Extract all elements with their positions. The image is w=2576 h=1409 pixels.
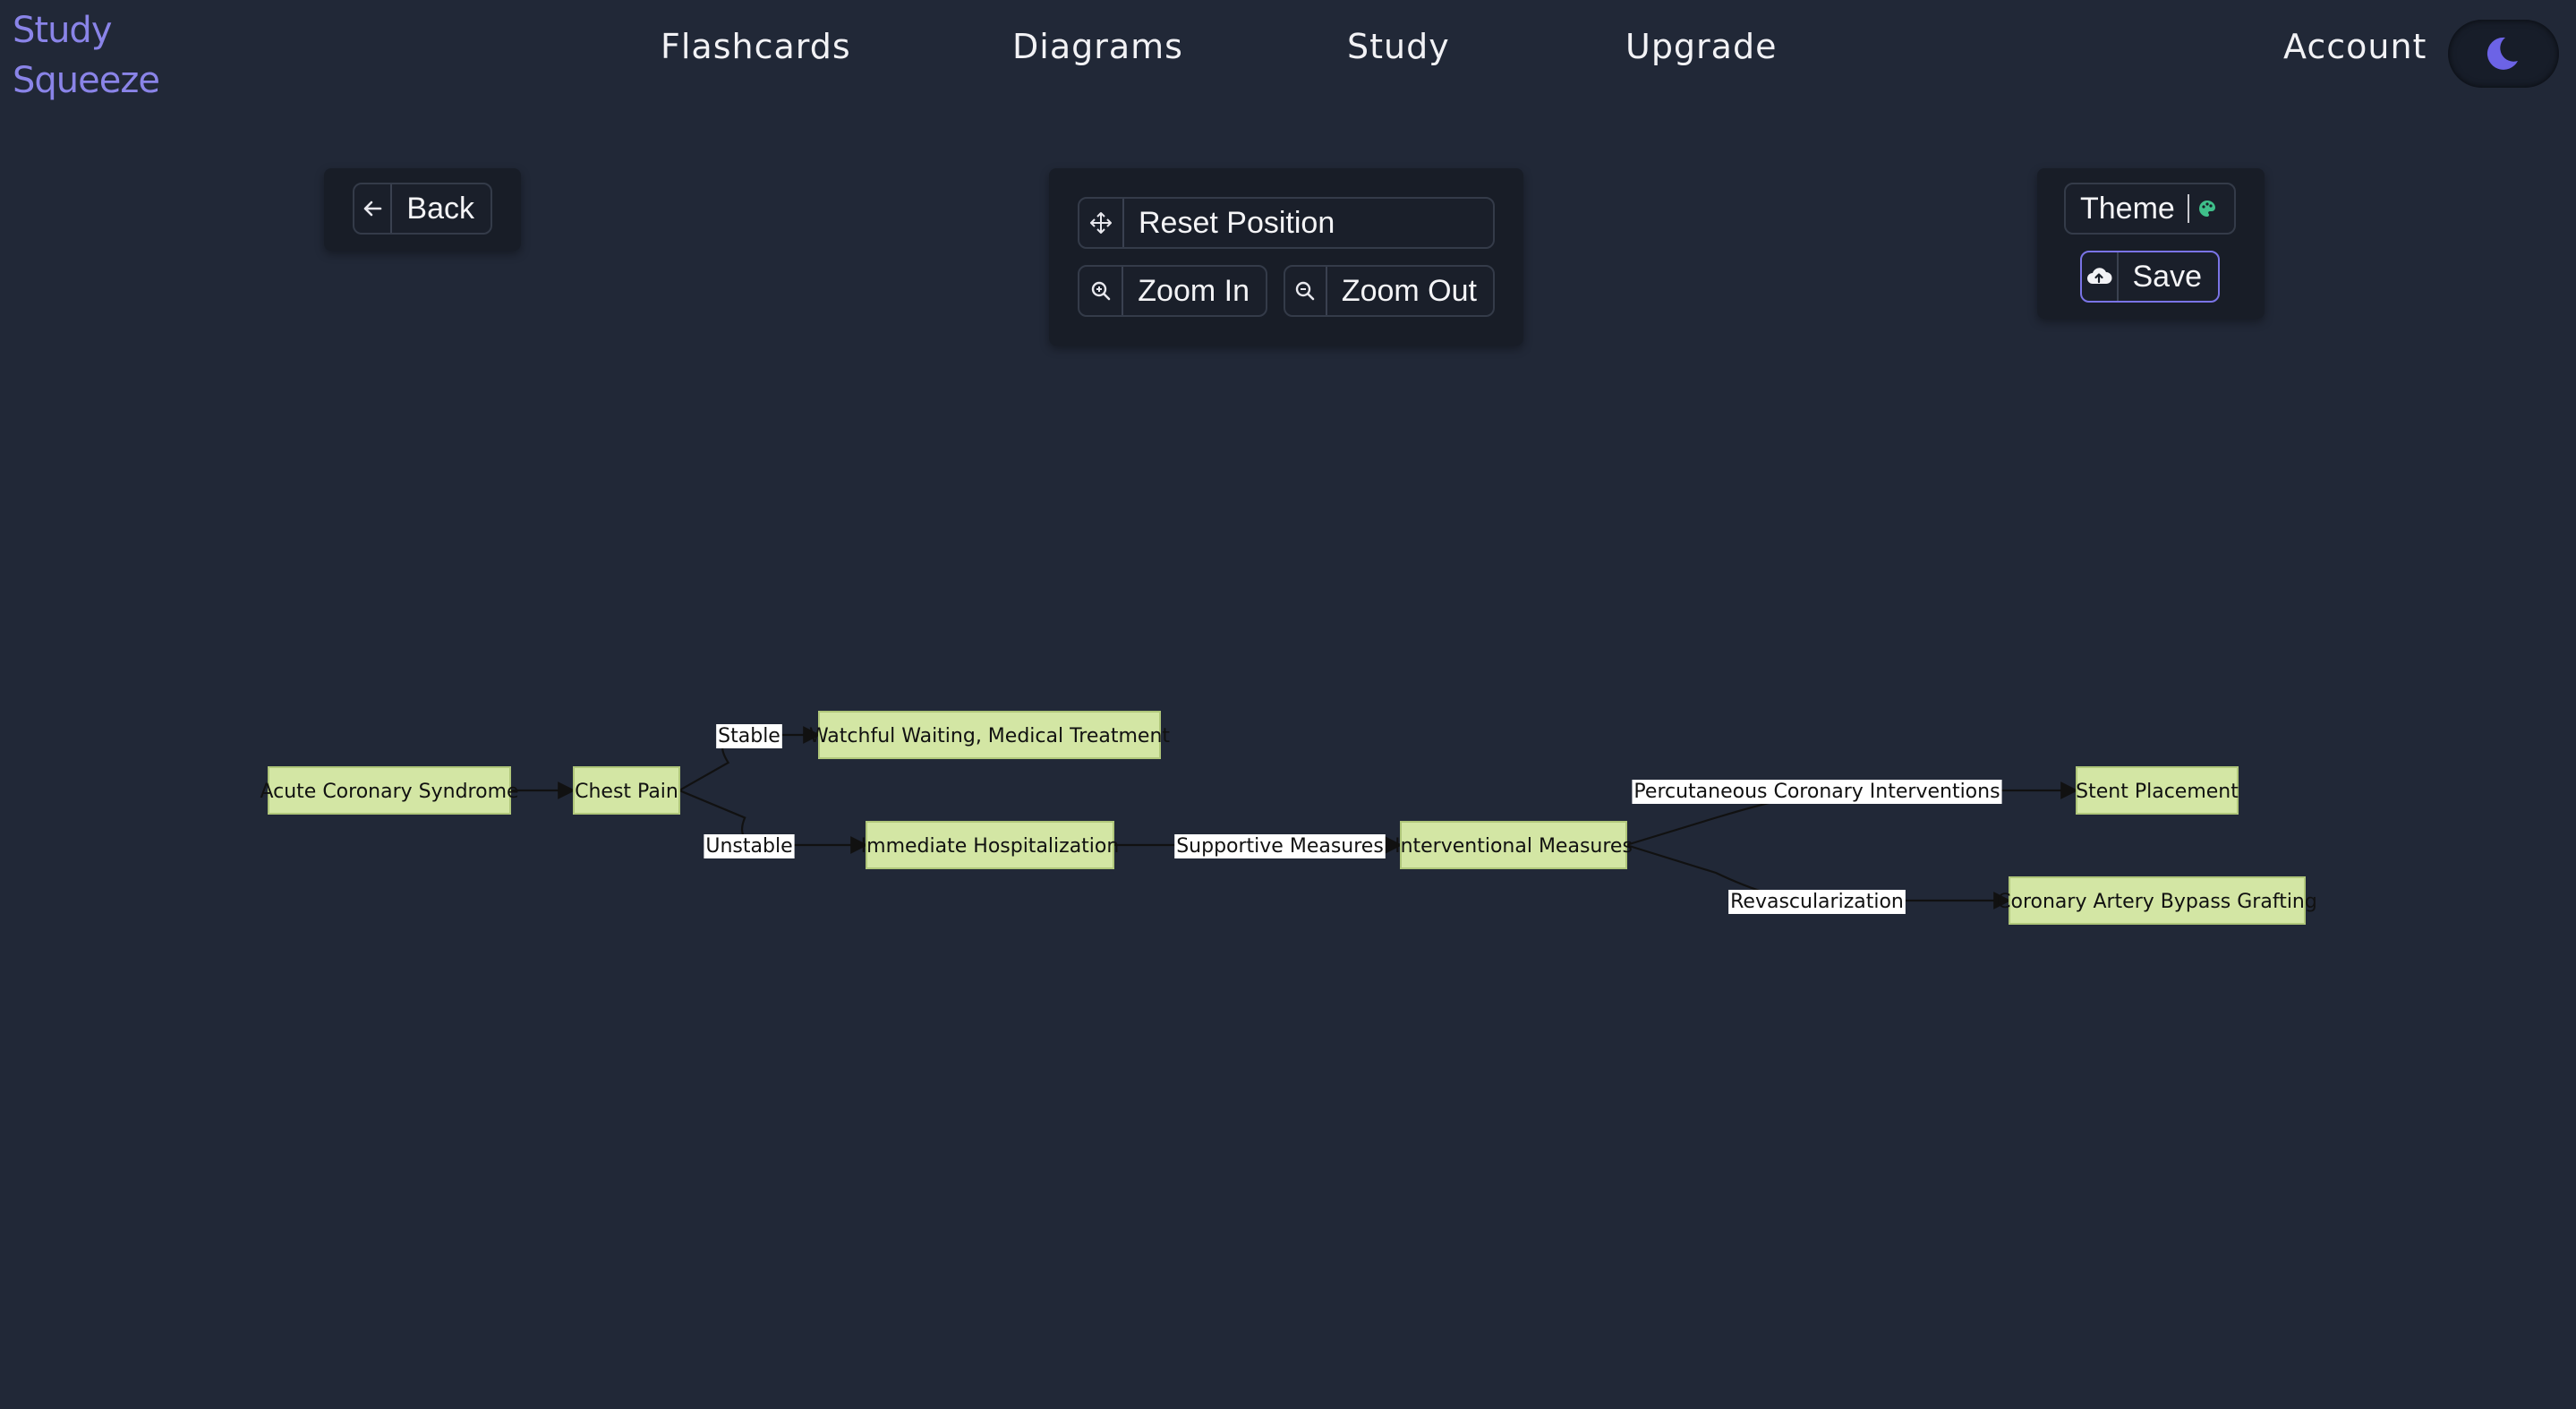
node-label: Chest Pain (575, 781, 678, 803)
view-controls-panel: Reset Position Zoom In Zoom Out (1049, 168, 1523, 346)
svg-text:Supportive Measures: Supportive Measures (1176, 835, 1384, 858)
node-cp[interactable]: Chest Pain (573, 766, 680, 815)
node-label: Coronary Artery Bypass Grafting (1997, 891, 2317, 913)
moon-icon (2486, 37, 2518, 70)
reset-position-button[interactable]: Reset Position (1078, 197, 1495, 249)
theme-toggle[interactable] (2448, 20, 2559, 88)
zoom-in-label: Zoom In (1138, 273, 1250, 308)
svg-text:Percutaneous Coronary Interven: Percutaneous Coronary Interventions (1633, 781, 2000, 803)
node-ih[interactable]: Immediate Hospitalization (861, 821, 1120, 869)
zoom-in-button[interactable]: Zoom In (1078, 265, 1267, 317)
zoom-in-icon (1079, 267, 1124, 315)
theme-save-panel: Theme Save (2037, 168, 2265, 319)
back-label: Back (406, 191, 474, 226)
nav-upgrade[interactable]: Upgrade (1625, 27, 1778, 66)
nav-flashcards[interactable]: Flashcards (661, 27, 851, 66)
save-button[interactable]: Save (2080, 251, 2220, 303)
node-cabg[interactable]: Coronary Artery Bypass Grafting (1997, 876, 2317, 925)
node-im[interactable]: Interventional Measures (1395, 821, 1633, 869)
node-label: Watchful Waiting, Medical Treatment (809, 725, 1170, 747)
svg-text:Unstable: Unstable (705, 835, 792, 858)
palette-icon (2187, 194, 2225, 223)
cloud-upload-icon (2082, 252, 2119, 301)
node-label: Interventional Measures (1395, 835, 1633, 858)
node-label: Acute Coronary Syndrome (260, 781, 518, 803)
svg-text:Stable: Stable (718, 725, 780, 747)
back-panel: Back (324, 168, 521, 251)
app-logo[interactable]: Study Squeeze (13, 5, 160, 106)
logo-line-2: Squeeze (13, 60, 160, 101)
nav-diagrams[interactable]: Diagrams (1012, 27, 1183, 66)
zoom-out-icon (1285, 267, 1327, 315)
nav-study[interactable]: Study (1347, 27, 1450, 66)
svg-text:Revascularization: Revascularization (1730, 891, 1904, 913)
node-ww[interactable]: Watchful Waiting, Medical Treatment (809, 711, 1170, 759)
edge-label: Revascularization (1728, 890, 1906, 914)
save-label: Save (2132, 259, 2203, 294)
nav-account[interactable]: Account (2283, 27, 2427, 66)
zoom-out-label: Zoom Out (1341, 273, 1477, 308)
edge-label: Stable (716, 724, 782, 748)
reset-position-label: Reset Position (1139, 205, 1335, 240)
logo-line-1: Study (13, 10, 112, 51)
theme-button[interactable]: Theme (2064, 183, 2236, 235)
edge-label: Supportive Measures (1174, 834, 1386, 858)
zoom-out-button[interactable]: Zoom Out (1284, 265, 1495, 317)
theme-label: Theme (2080, 191, 2175, 226)
back-button[interactable]: Back (353, 183, 492, 235)
arrow-left-icon (354, 184, 393, 233)
edge-label: Unstable (704, 834, 795, 858)
edge-label: Percutaneous Coronary Interventions (1632, 780, 2002, 804)
node-label: Immediate Hospitalization (861, 835, 1120, 858)
move-arrows-icon (1079, 199, 1124, 247)
node-sp[interactable]: Stent Placement (2076, 766, 2239, 815)
node-acs[interactable]: Acute Coronary Syndrome (260, 766, 519, 815)
node-label: Stent Placement (2076, 781, 2239, 803)
